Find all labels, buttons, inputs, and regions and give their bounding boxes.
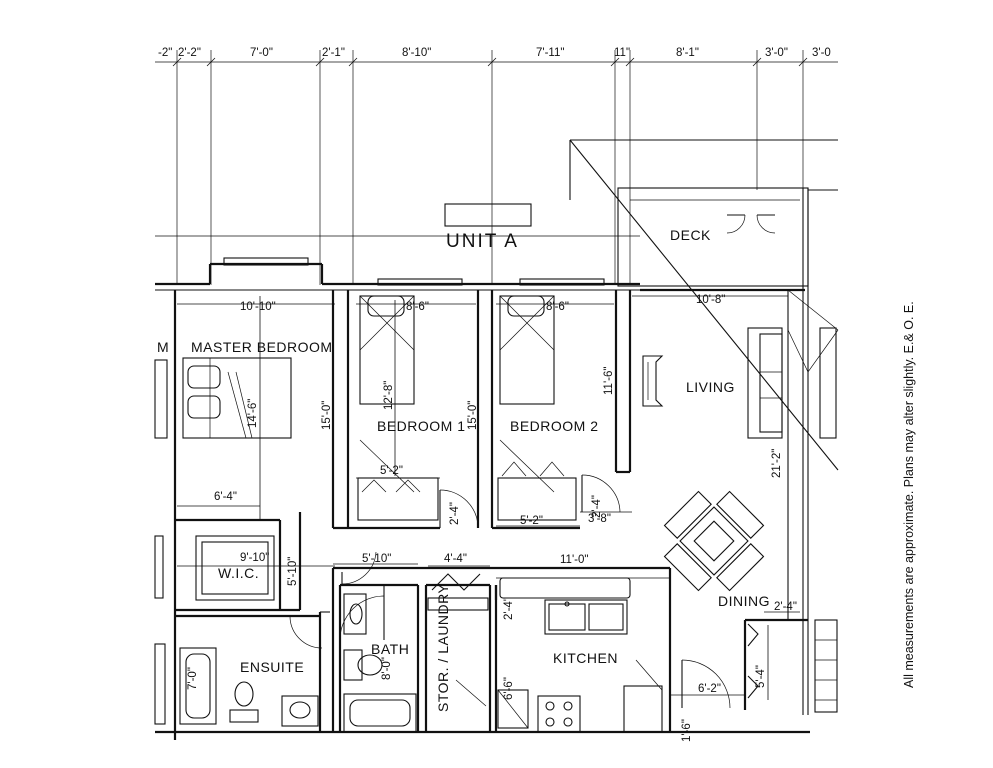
- disclaimer-note: All measurements are approximate. Plans …: [902, 301, 916, 688]
- room-label-bedroom-1: BEDROOM 1: [377, 418, 466, 434]
- room-label-wic: W.I.C.: [218, 565, 259, 581]
- room-label-living: LIVING: [686, 379, 735, 395]
- bath: 8'-0" BATH 5'-10": [333, 551, 418, 733]
- dim-top-5: 8'-10": [402, 47, 431, 59]
- dim-bed1-small: 2'-4": [449, 502, 461, 525]
- dim-wic-long: 9'-10": [240, 552, 269, 564]
- unit-title: UNIT A: [446, 231, 519, 252]
- room-label-master-bedroom: MASTER BEDROOM: [191, 339, 333, 355]
- deck: DECK: [569, 139, 839, 715]
- dim-living-depth: 21'-2": [771, 449, 783, 478]
- dim-bed2-3-8: 3'-8": [588, 513, 611, 525]
- dim-top-8: 8'-1": [676, 47, 699, 59]
- dim-bed2-depth: 15'-0": [467, 401, 479, 430]
- dim-bottom: 1'-6": [681, 719, 693, 742]
- room-label-fragment: M: [157, 339, 169, 355]
- room-label-ensuite: ENSUITE: [240, 659, 304, 675]
- walls: [154, 257, 838, 740]
- dim-bed1-closet: 5'-2": [380, 465, 403, 477]
- dim-bed2-closet: 5'-2": [520, 515, 543, 527]
- dim-wic-depth: 5'-10": [287, 557, 299, 586]
- dim-bed1-left: 15'-0": [321, 401, 333, 430]
- dim-laundry-width: 4'-4": [444, 553, 467, 565]
- room-label-bath: BATH: [371, 641, 409, 657]
- dining: DINING 2'-4": [663, 490, 800, 613]
- dim-top-9: 3'-0": [765, 47, 788, 59]
- dim-kitchen-depth: 6'-6": [503, 677, 515, 700]
- dim-top-4: 2'-1": [322, 47, 345, 59]
- dim-bed1-depth: 12'-8": [383, 381, 395, 410]
- bedroom-1: 8'-6" 12'-8" 15'-0" 5'-2" 2'-4" BEDROOM …: [321, 295, 479, 529]
- room-label-deck: DECK: [670, 227, 711, 243]
- dim-wic-width: 6'-4": [214, 491, 237, 503]
- dim-kitchen-small: 2'-4": [503, 597, 515, 620]
- dim-master-width: 10'-10": [240, 301, 276, 313]
- storage-laundry: 4'-4" STOR. / LAUNDRY: [427, 553, 490, 712]
- dim-top-1: -2": [158, 47, 172, 59]
- top-dimension-string: -2" 2'-2" 7'-0" 2'-1" 8'-10" 7'-11" 11" …: [155, 47, 838, 285]
- kitchen: 11'-0" 2'-4" 6'-6" KITCHEN: [496, 554, 670, 733]
- dim-bed1-width: 8'-6": [406, 301, 429, 313]
- dim-bath: 8'-0": [381, 657, 393, 680]
- ensuite: 7'-0" ENSUITE: [179, 611, 330, 727]
- dim-bed2-width: 8'-6": [546, 301, 569, 313]
- dim-top-3: 7'-0": [250, 47, 273, 59]
- walk-in-closet: 6'-4" 9'-10" 5'-10" W.I.C.: [177, 491, 335, 601]
- dim-living-width: 10'-8": [696, 294, 725, 306]
- room-label-bedroom-2: BEDROOM 2: [510, 418, 599, 434]
- dim-top-10: 3'-0: [812, 47, 831, 59]
- room-label-storage-laundry: STOR. / LAUNDRY: [435, 583, 451, 712]
- unit-label: UNIT A: [155, 203, 640, 252]
- dim-master-depth: 14'-6": [247, 399, 259, 428]
- dim-entry-depth: 5'-4": [755, 665, 767, 688]
- room-label-kitchen: KITCHEN: [553, 650, 618, 666]
- room-label-dining: DINING: [718, 593, 770, 609]
- dim-hall-width: 5'-10": [362, 553, 391, 565]
- dim-ensuite: 7'-0": [187, 667, 199, 690]
- bedroom-2: 8'-6" 15'-0" 11'-6" 5'-2" 2'-4" 3'-8" BE…: [467, 295, 632, 527]
- dim-top-6: 7'-11": [536, 47, 564, 59]
- dim-bed2-right: 11'-6": [603, 367, 615, 395]
- dim-top-2: 2'-2": [178, 47, 201, 59]
- dim-entry-width: 6'-2": [698, 683, 721, 695]
- entry: 6'-2" 5'-4" 1'-6": [670, 623, 769, 742]
- dim-kitchen-width: 11'-0": [560, 554, 588, 566]
- dim-top-7: 11": [614, 47, 630, 59]
- master-bedroom: MASTER BEDROOM M 10'-10" 14'-6": [157, 296, 335, 520]
- living: 10'-8" 21'-2" LIVING: [632, 289, 839, 478]
- dim-dining: 2'-4": [774, 601, 797, 613]
